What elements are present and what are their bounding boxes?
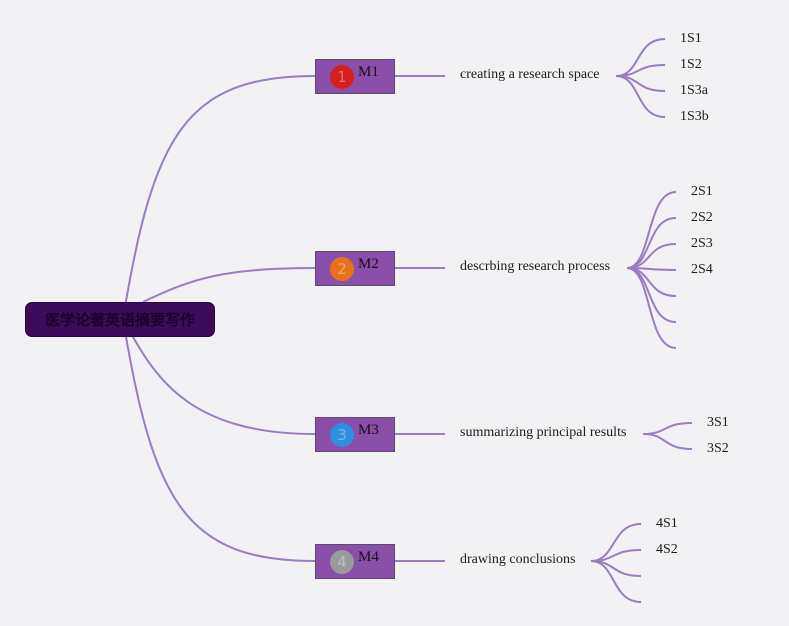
module-label: M1 (358, 64, 379, 80)
root-to-m4-line (122, 318, 316, 562)
priority-badge-icon: 2 (330, 257, 354, 281)
module-description[interactable]: summarizing principal results (460, 425, 627, 440)
m3-leaf-1-line (642, 422, 693, 435)
module-label: M2 (358, 256, 379, 272)
root-to-m1-line (122, 75, 316, 320)
leaf-label[interactable]: 4S1 (656, 516, 678, 531)
leaf-label[interactable]: 1S3b (680, 109, 709, 124)
module-label: M4 (358, 549, 379, 565)
root-node[interactable]: 医学论著英语摘要写作 (25, 302, 215, 337)
m2-leaf-1-line (626, 191, 677, 269)
leaf-label[interactable]: 1S1 (680, 31, 702, 46)
leaf-label[interactable]: 4S2 (656, 542, 678, 557)
module-description[interactable]: creating a research space (460, 67, 600, 82)
m2-leaf-7-line (626, 267, 677, 349)
leaf-label[interactable]: 2S1 (691, 184, 713, 199)
leaf-label[interactable]: 2S3 (691, 236, 713, 251)
module-description[interactable]: drawing conclusions (460, 552, 576, 567)
leaf-label[interactable]: 2S2 (691, 210, 713, 225)
module-description[interactable]: descrbing research process (460, 259, 611, 274)
leaf-label[interactable]: 1S2 (680, 57, 702, 72)
module-label: M3 (358, 422, 379, 438)
priority-badge-icon: 1 (330, 65, 354, 89)
priority-badge-icon: 3 (330, 423, 354, 447)
m3-leaf-2-line (642, 433, 693, 450)
root-to-m2-line (142, 267, 316, 303)
leaf-label[interactable]: 2S4 (691, 262, 713, 277)
leaf-label[interactable]: 3S2 (707, 441, 729, 456)
root-label: 医学论著英语摘要写作 (44, 311, 195, 329)
m1-leaf-4-line (615, 75, 666, 118)
root-to-m3-line (122, 318, 316, 435)
leaf-label[interactable]: 1S3a (680, 83, 708, 98)
m4-leaf-4-line (590, 560, 642, 603)
leaf-label[interactable]: 3S1 (707, 415, 729, 430)
priority-badge-icon: 4 (330, 550, 354, 574)
